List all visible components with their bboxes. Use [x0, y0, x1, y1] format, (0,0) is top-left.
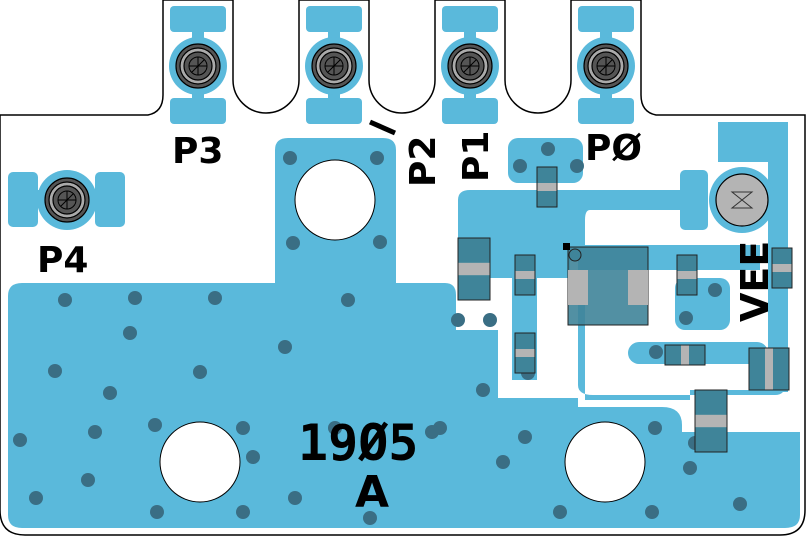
- label-p4: P4: [37, 240, 88, 281]
- via: [541, 142, 555, 156]
- tab-pad-top: [170, 6, 226, 32]
- via: [425, 425, 439, 439]
- via: [286, 236, 300, 250]
- via: [370, 151, 384, 165]
- via: [150, 505, 164, 519]
- mounting-hole: [564, 421, 646, 503]
- via: [48, 364, 62, 378]
- via: [648, 421, 662, 435]
- vee-screw-icon: [715, 173, 769, 227]
- via: [476, 383, 490, 397]
- via: [373, 235, 387, 249]
- via: [58, 293, 72, 307]
- smd-component: [676, 254, 698, 296]
- via: [363, 511, 377, 525]
- label-vee: VEE: [733, 241, 777, 322]
- via: [341, 293, 355, 307]
- tab-pad-bottom: [442, 98, 498, 124]
- label-p3: P3: [172, 131, 223, 172]
- label-p1: P1: [456, 131, 497, 182]
- via: [103, 386, 117, 400]
- via: [679, 311, 693, 325]
- screw-icon: [583, 43, 629, 89]
- via: [570, 159, 584, 173]
- smd-component: [536, 166, 558, 208]
- via: [236, 421, 250, 435]
- via: [496, 455, 510, 469]
- smd-component: [748, 347, 790, 391]
- ic-pin: [628, 270, 648, 305]
- tab-pad-top: [306, 6, 362, 32]
- via: [683, 461, 697, 475]
- via: [88, 425, 102, 439]
- smd-component: [664, 344, 706, 366]
- via: [645, 505, 659, 519]
- via: [328, 421, 342, 435]
- pin1-square: [563, 243, 570, 250]
- via: [288, 491, 302, 505]
- via: [518, 430, 532, 444]
- via: [123, 326, 137, 340]
- capacitor-pad-area: [508, 138, 583, 183]
- via: [451, 313, 465, 327]
- screw-icon: [311, 43, 357, 89]
- screw-icon: [44, 177, 90, 223]
- via: [29, 491, 43, 505]
- tab-pad-top: [442, 6, 498, 32]
- screw-terminals: [44, 43, 769, 227]
- label-p0: PØ: [585, 128, 642, 169]
- tab-pad-bottom: [306, 98, 362, 124]
- via: [13, 433, 27, 447]
- p4-pad-right: [95, 172, 125, 227]
- slash-mark: [368, 119, 397, 136]
- mounting-hole: [159, 421, 241, 503]
- via: [513, 159, 527, 173]
- tab-pad-top: [578, 6, 634, 32]
- smd-component: [514, 254, 536, 296]
- smd-component: [514, 332, 536, 374]
- ic-pin: [568, 270, 588, 305]
- via: [246, 450, 260, 464]
- signal-pour: [458, 190, 785, 400]
- smd-component: [694, 389, 728, 453]
- via: [483, 313, 497, 327]
- via: [278, 340, 292, 354]
- via: [708, 283, 722, 297]
- via: [208, 291, 222, 305]
- vee-pad: [680, 170, 708, 230]
- smd-component: [457, 237, 491, 301]
- part-number: 19Ø5: [298, 414, 418, 472]
- via: [128, 291, 142, 305]
- p4-pad-left: [8, 172, 38, 227]
- revision-label: A: [355, 467, 389, 518]
- screw-icon: [175, 43, 221, 89]
- mounting-hole: [294, 159, 376, 241]
- label-p2: P2: [403, 136, 444, 187]
- pin1-marker: [568, 248, 582, 262]
- tab-pad-bottom: [170, 98, 226, 124]
- smd-component: [771, 247, 793, 289]
- via: [553, 505, 567, 519]
- screw-icon: [447, 43, 493, 89]
- via: [733, 497, 747, 511]
- tab-pad-bottom: [578, 98, 634, 124]
- via: [148, 418, 162, 432]
- via: [81, 473, 95, 487]
- via: [193, 365, 207, 379]
- via: [649, 345, 663, 359]
- via: [236, 505, 250, 519]
- via: [283, 151, 297, 165]
